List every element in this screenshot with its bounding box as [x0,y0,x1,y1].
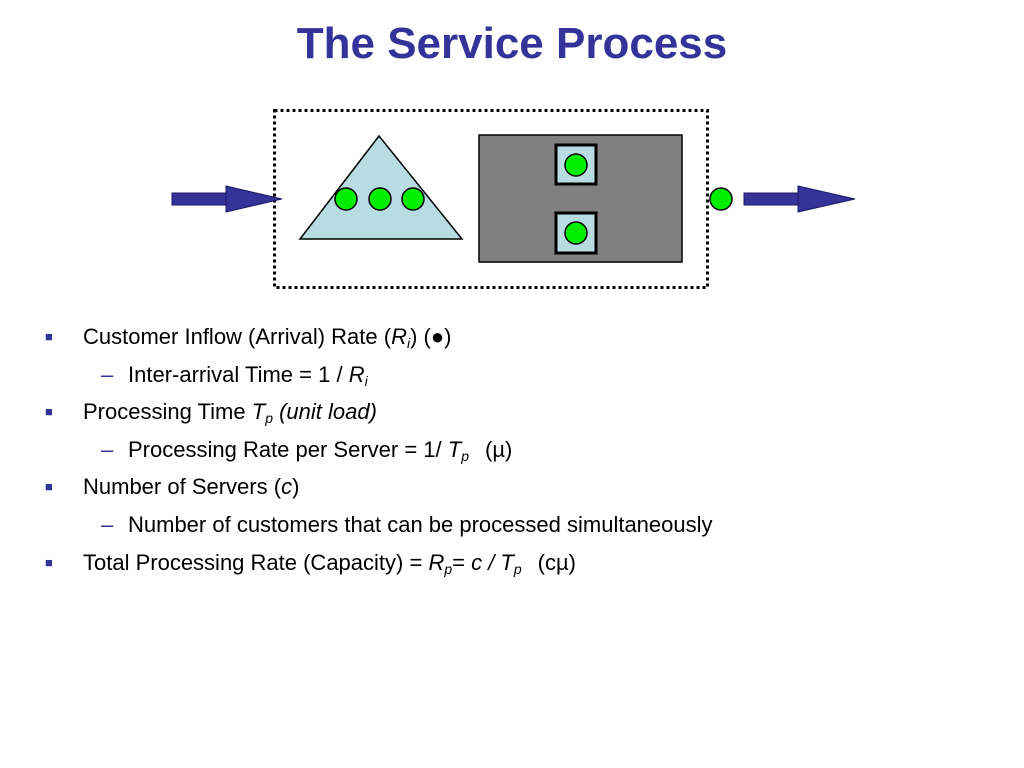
square-bullet-icon: ■ [45,554,53,570]
process-boundary [273,109,709,289]
dash-bullet-icon: – [101,511,114,537]
bullet-inter-arrival-time: –Inter-arrival Time = 1 / Ri [0,356,1024,394]
bullet-number-of-servers: ■Number of Servers (c) [0,468,1024,506]
arrow-right-icon [743,185,856,213]
dash-bullet-icon: – [101,361,114,387]
square-bullet-icon: ■ [45,329,53,344]
arrow-right-icon [171,185,283,213]
customer-circle-icon [564,153,588,177]
square-bullet-icon: ■ [45,479,53,495]
server-slot [554,211,598,255]
customer-circle-icon [709,187,733,211]
customer-circle-icon [401,187,425,211]
bullet-processing-time: ■Processing Time Tp (unit load) [0,393,1024,431]
slide-title: The Service Process [296,19,728,68]
square-bullet-icon: ■ [45,404,53,420]
bullet-simultaneous-customers: –Number of customers that can be process… [0,506,1024,544]
bullet-processing-rate: –Processing Rate per Server = 1/ Tp(µ) [0,431,1024,469]
bullet-list: ■Customer Inflow (Arrival) Rate (Ri) (●)… [0,318,1024,581]
service-process-diagram [171,109,856,289]
bullet-arrival-rate: ■Customer Inflow (Arrival) Rate (Ri) (●) [0,318,1024,356]
customer-circle-icon [334,187,358,211]
customer-circle-icon [564,221,588,245]
customer-symbol: ● [430,324,445,349]
server-slot [554,143,598,186]
dash-bullet-icon: – [101,436,114,462]
customer-circle-icon [368,187,392,211]
bullet-total-processing-rate: ■Total Processing Rate (Capacity) = Rp= … [0,544,1024,582]
